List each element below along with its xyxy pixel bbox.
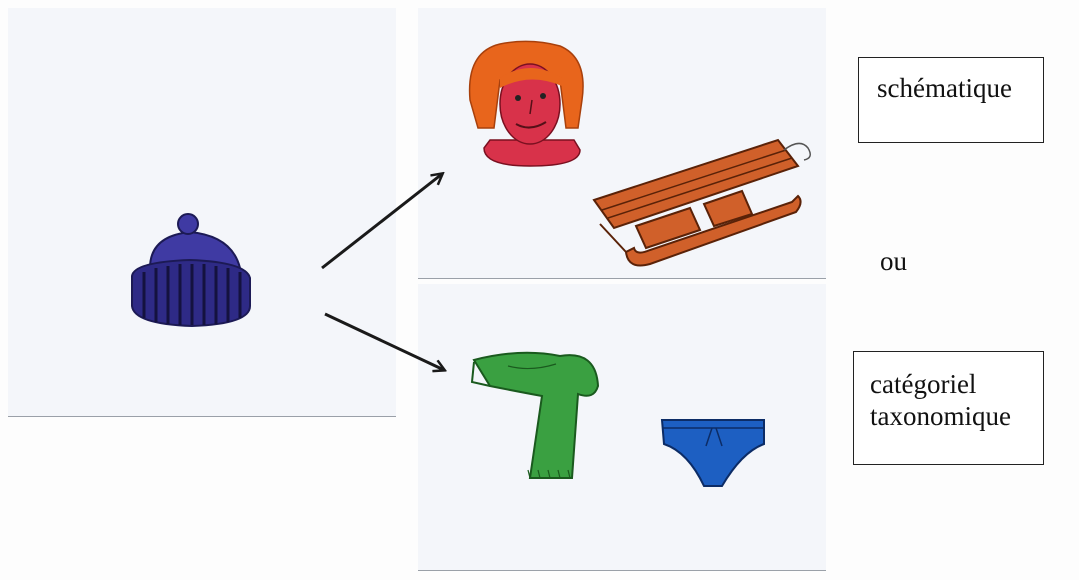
scarf-icon <box>470 351 600 479</box>
or-label: ou <box>880 246 907 276</box>
schematic-label: schématique <box>877 73 1012 103</box>
categorical-label-box: catégoriel taxonomique <box>853 351 1044 465</box>
wool-hat-icon <box>131 213 251 328</box>
schematic-label-box: schématique <box>858 57 1044 143</box>
arrow-to-schematic <box>321 174 442 270</box>
swim-briefs-icon <box>660 419 765 487</box>
categorical-label-line2: taxonomique <box>870 401 1011 431</box>
child-face-icon <box>468 40 584 167</box>
categorical-label-line1: catégoriel <box>870 369 977 399</box>
source-panel <box>8 8 396 417</box>
sled-icon <box>592 138 811 267</box>
arrow-to-taxonomic <box>324 312 444 370</box>
